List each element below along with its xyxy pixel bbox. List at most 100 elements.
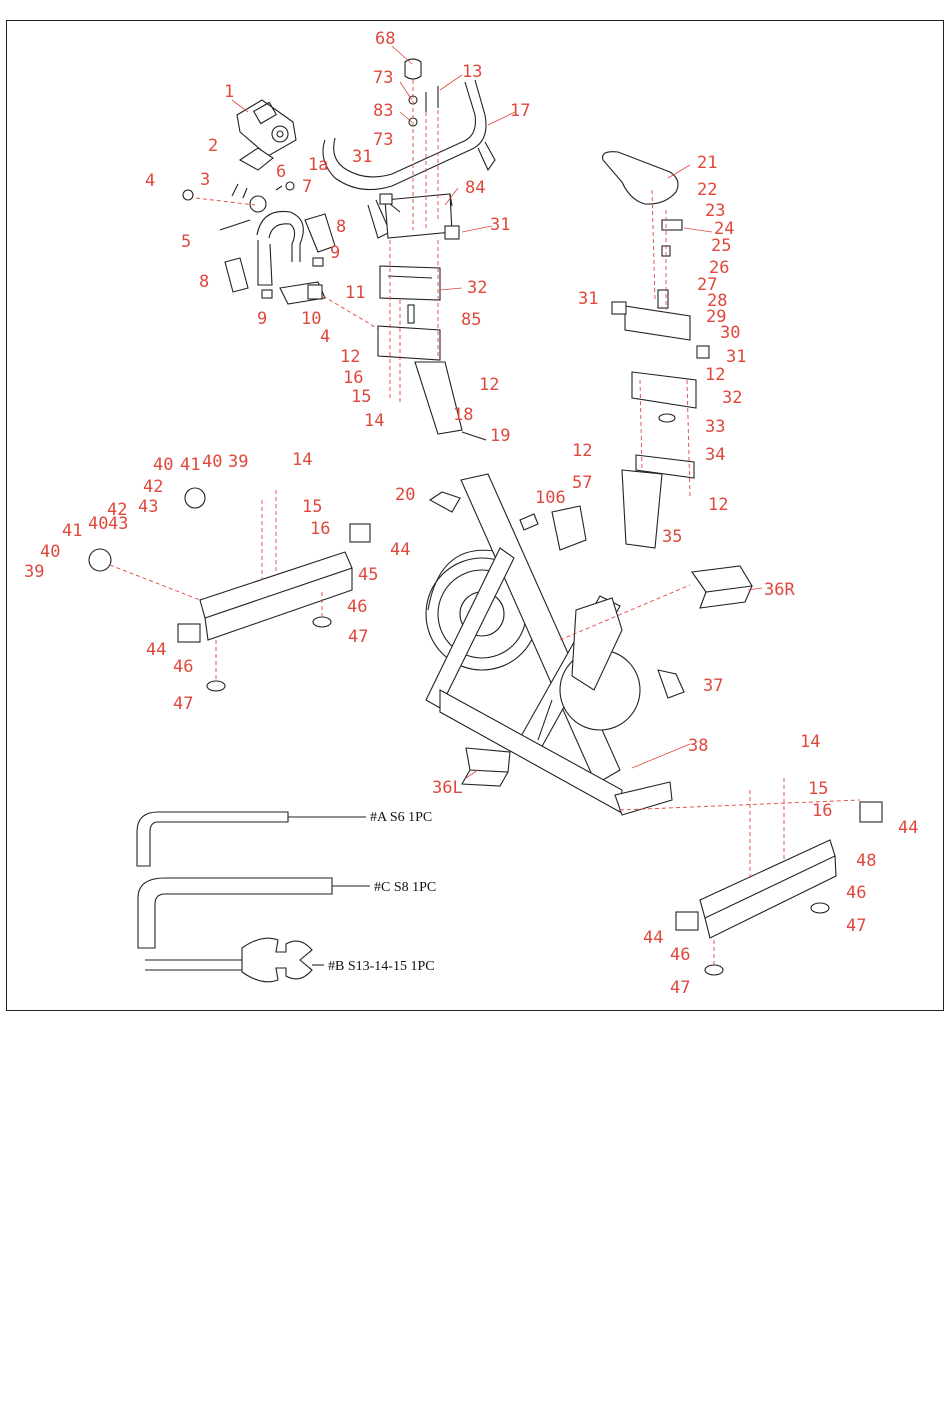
tool-label-c: #C S8 1PC	[374, 880, 436, 895]
part-label: 13	[462, 62, 482, 82]
part-label: 16	[310, 519, 330, 539]
part-label: 19	[490, 426, 510, 446]
part-label: 16	[343, 368, 363, 388]
part-label: 106	[535, 488, 566, 508]
part-label: 22	[697, 180, 717, 200]
part-label: 16	[812, 801, 832, 821]
part-label: 32	[722, 388, 742, 408]
part-label: 1	[224, 82, 234, 102]
part-label: 24	[714, 219, 734, 239]
part-label: 12	[705, 365, 725, 385]
part-label: 40	[202, 452, 222, 472]
part-label: 6	[276, 162, 286, 182]
part-label: 37	[703, 676, 723, 696]
tool-labels: #A S6 1PC #C S8 1PC #B S13-14-15 1PC	[328, 810, 436, 974]
part-label: 73	[373, 130, 393, 150]
diagram-frame	[6, 20, 944, 1011]
wrench-b	[145, 937, 324, 983]
part-label: 3	[200, 170, 210, 190]
part-label: 10	[301, 309, 321, 329]
part-label: 33	[705, 417, 725, 437]
part-label: 46	[670, 945, 690, 965]
part-label: 46	[846, 883, 866, 903]
part-label: 31	[726, 347, 746, 367]
part-label: 26	[709, 258, 729, 278]
part-label: 23	[705, 201, 725, 221]
part-label: 41	[180, 455, 200, 475]
part-label: 14	[364, 411, 384, 431]
part-label: 30	[720, 323, 740, 343]
part-label: 48	[856, 851, 876, 871]
part-label: 7	[302, 177, 312, 197]
part-label: 44	[390, 540, 410, 560]
part-label: 32	[467, 278, 487, 298]
part-label: 29	[706, 307, 726, 327]
part-label: 44	[146, 640, 166, 660]
part-label: 41	[62, 521, 82, 541]
part-label: 83	[373, 101, 393, 121]
part-label: 12	[340, 347, 360, 367]
part-label: 14	[800, 732, 820, 752]
part-label: 9	[330, 243, 340, 263]
part-label: 44	[898, 818, 918, 838]
seat-assembly	[602, 151, 710, 549]
handlebar-post	[377, 240, 487, 441]
part-label: 73	[373, 68, 393, 88]
part-label: 27	[697, 275, 717, 295]
part-label: 57	[572, 473, 592, 493]
part-label: 40	[88, 514, 108, 534]
part-label: 18	[453, 405, 473, 425]
part-label: 12	[708, 495, 728, 515]
part-label: 42	[107, 500, 127, 520]
part-label: 46	[173, 657, 193, 677]
part-label: 42	[143, 477, 163, 497]
part-label: 47	[348, 627, 368, 647]
part-label: 36R	[764, 580, 795, 600]
part-label: 36L	[432, 778, 463, 798]
part-label: 8	[336, 217, 346, 237]
part-labels: 68 73 13 83 17 73 31 84 31 1 2 1a 3 6 7 …	[24, 29, 918, 998]
tool-label-a: #A S6 1PC	[370, 810, 432, 825]
part-label: 12	[572, 441, 592, 461]
part-label: 2	[208, 136, 218, 156]
part-label: 44	[643, 928, 663, 948]
part-label: 40	[40, 542, 60, 562]
part-label: 40	[153, 455, 173, 475]
part-label: 14	[292, 450, 312, 470]
part-label: 11	[345, 283, 365, 303]
tool-label-b: #B S13-14-15 1PC	[328, 959, 435, 974]
part-label: 84	[465, 178, 485, 198]
part-label: 85	[461, 310, 481, 330]
part-label: 47	[173, 694, 193, 714]
part-label: 68	[375, 29, 395, 49]
part-label: 4	[320, 327, 330, 347]
part-label: 1a	[308, 155, 328, 175]
part-label: 28	[707, 291, 727, 311]
part-label: 43	[108, 514, 128, 534]
part-label: 4	[145, 171, 155, 191]
part-label: 31	[490, 215, 510, 235]
part-label: 45	[358, 565, 378, 585]
part-label: 17	[510, 101, 530, 121]
part-label: 15	[808, 779, 828, 799]
part-label: 34	[705, 445, 725, 465]
part-label: 9	[257, 309, 267, 329]
part-label: 8	[199, 272, 209, 292]
part-label: 15	[302, 497, 322, 517]
part-label: 21	[697, 153, 717, 173]
part-label: 47	[670, 978, 690, 998]
rear-stabilizer	[675, 778, 883, 976]
part-label: 25	[711, 236, 731, 256]
allen-key-a	[136, 811, 366, 867]
part-label: 35	[662, 527, 682, 547]
front-handle	[224, 210, 381, 331]
console-assembly	[182, 99, 297, 231]
part-label: 12	[479, 375, 499, 395]
pedals	[461, 565, 753, 787]
part-label: 31	[352, 147, 372, 167]
leader-lines	[231, 45, 763, 779]
part-label: 5	[181, 232, 191, 252]
part-label: 39	[24, 562, 44, 582]
allen-key-c	[137, 877, 370, 949]
